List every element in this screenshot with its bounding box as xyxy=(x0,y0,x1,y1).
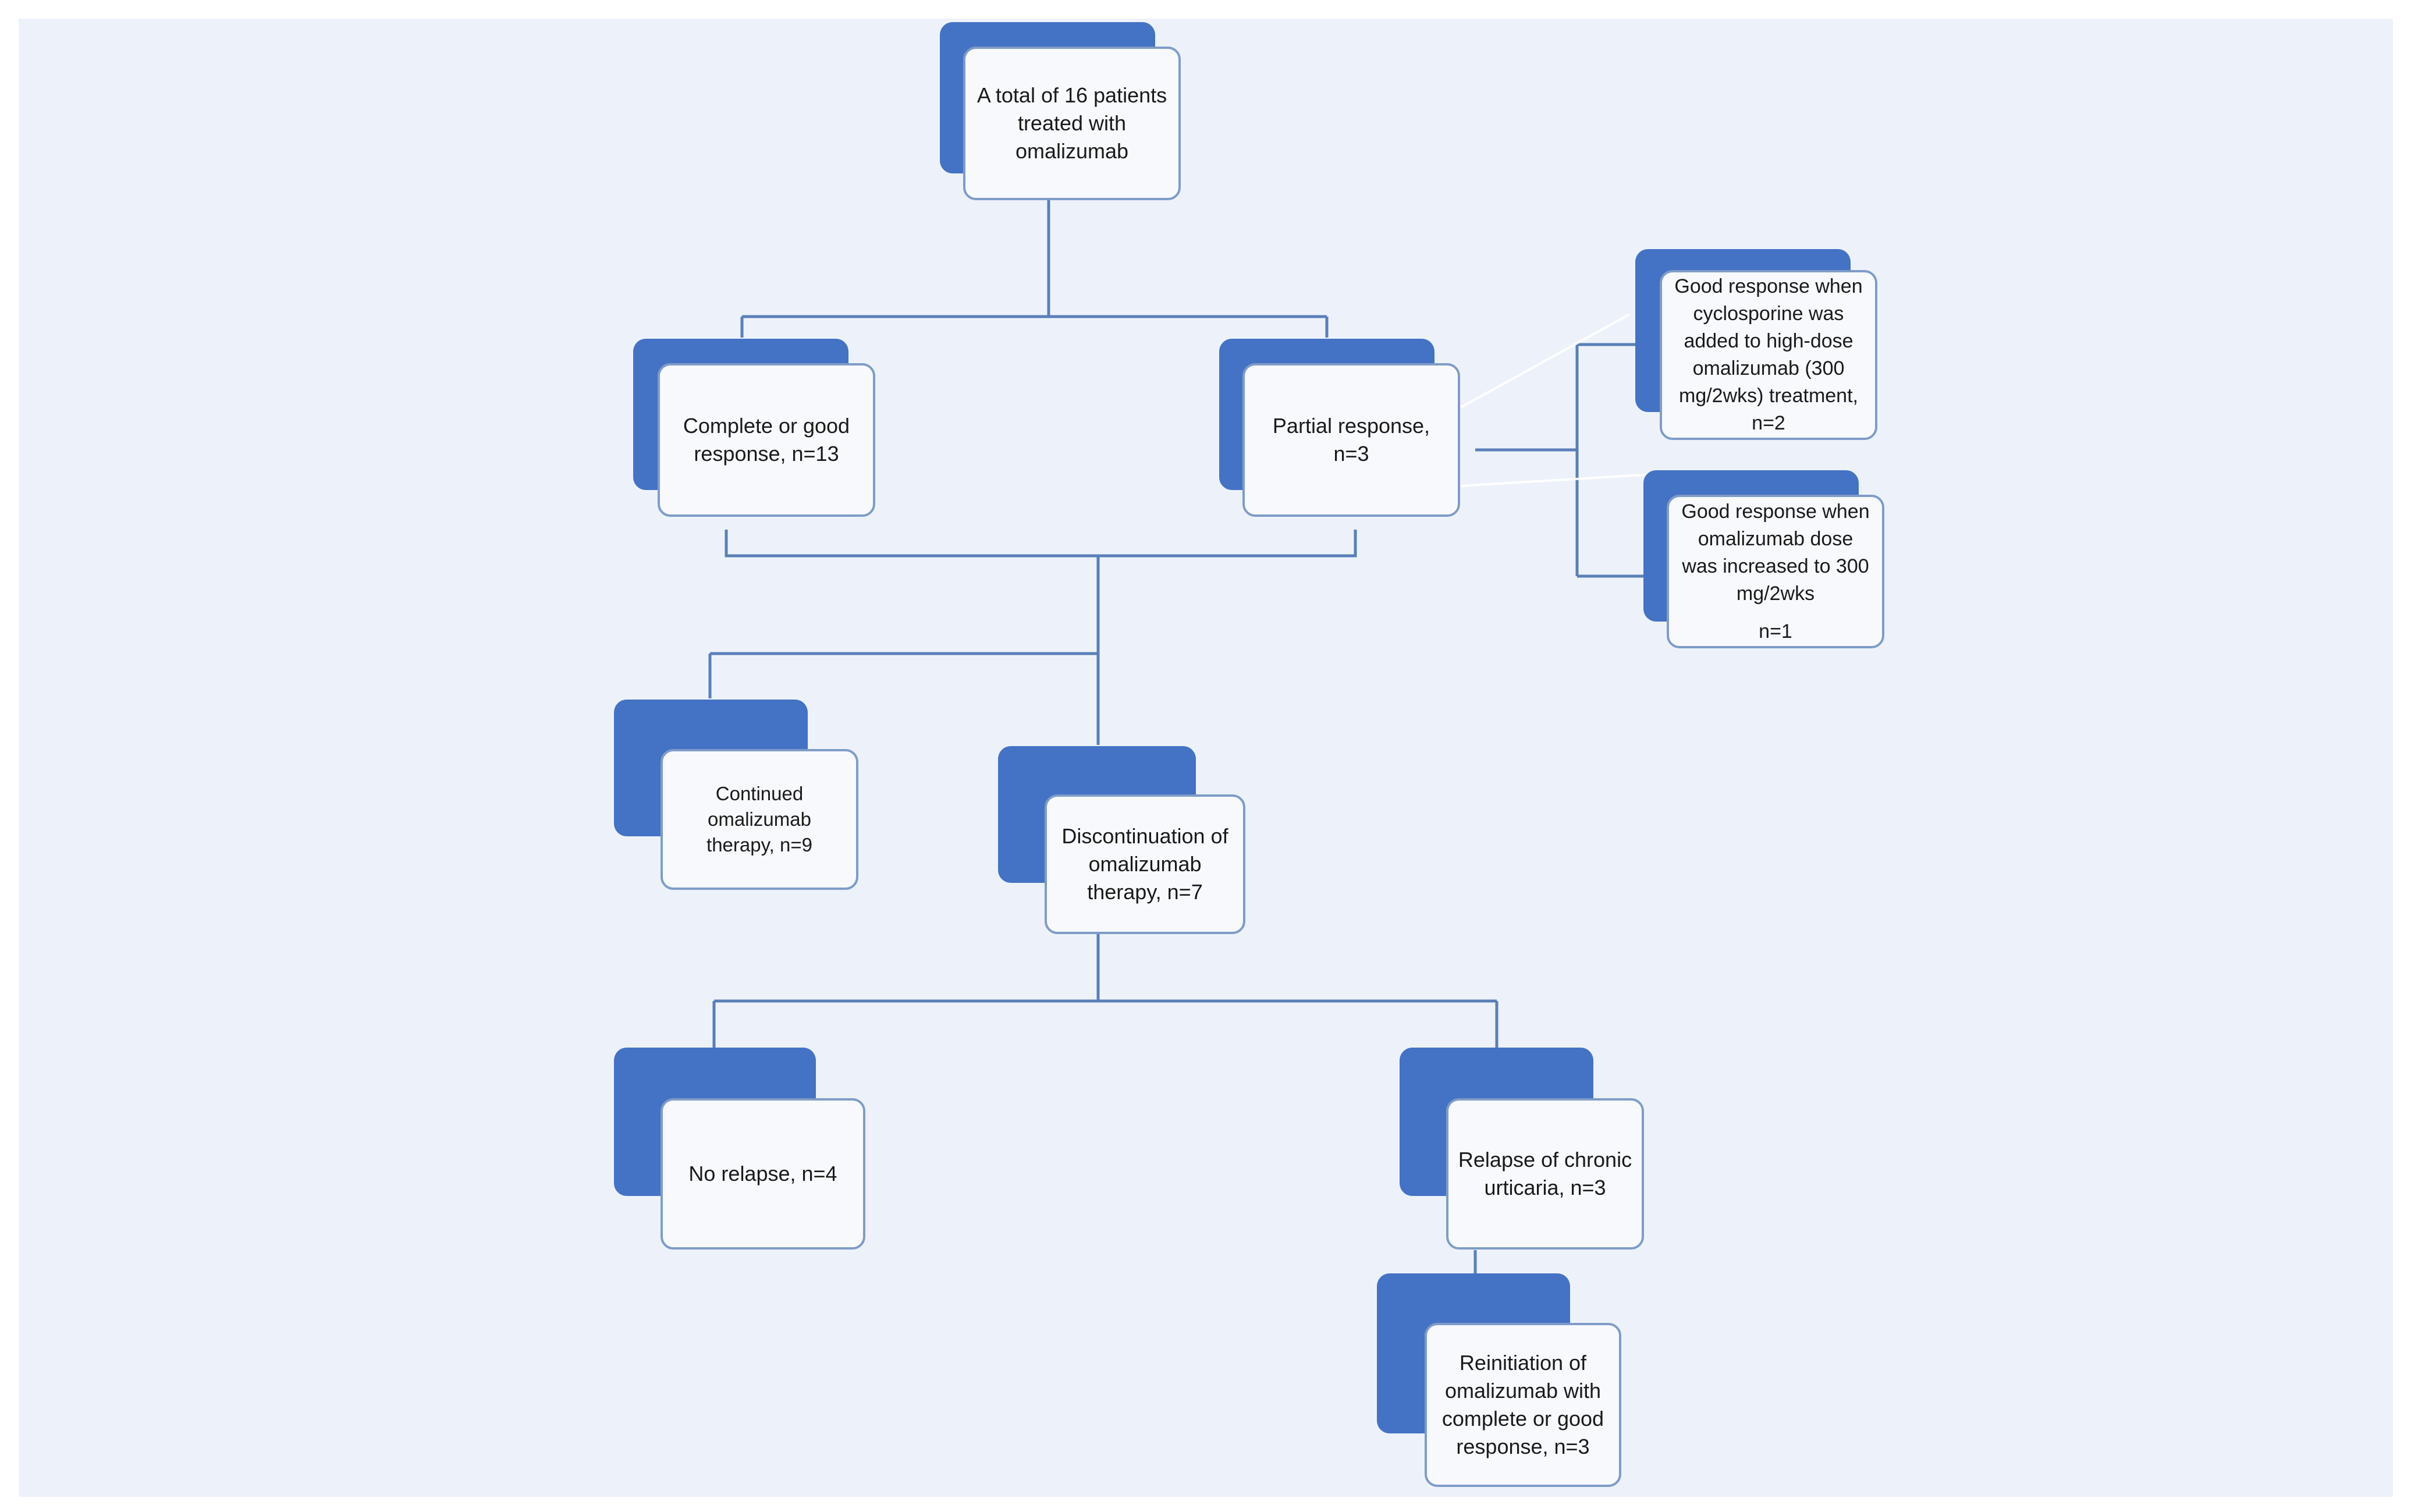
node-relapse-box: Relapse of chronic urticaria, n=3 xyxy=(1446,1098,1644,1250)
node-reinitiation-box: Reinitiation of omalizumab with complete… xyxy=(1425,1323,1621,1487)
node-reinitiation-label: Reinitiation of omalizumab with complete… xyxy=(1441,1351,1604,1458)
node-discontinuation-box: Discontinuation of omalizumab therapy, n… xyxy=(1045,794,1245,934)
connector-partial-branch xyxy=(1475,343,1645,578)
node-no-relapse-box: No relapse, n=4 xyxy=(661,1098,865,1250)
node-relapse-label: Relapse of chronic urticaria, n=3 xyxy=(1458,1148,1632,1199)
connector-discontinuation-split xyxy=(712,934,1499,1048)
node-dose-increased-box: Good response when omalizumab dose was i… xyxy=(1667,495,1884,648)
node-root-label: A total of 16 patients treated with omal… xyxy=(977,83,1167,163)
node-partial-response-label: Partial response, n=3 xyxy=(1272,414,1430,466)
connector-responses-merge xyxy=(725,530,1357,745)
node-cyclosporine-added-box: Good response when cyclosporine was adde… xyxy=(1660,270,1877,440)
connector-group xyxy=(708,200,1645,1275)
node-dose-increased-count: n=1 xyxy=(1759,620,1792,643)
node-dose-increased-label: Good response when omalizumab dose was i… xyxy=(1681,500,1870,605)
node-continued-therapy-box: Continued omalizumab therapy, n=9 xyxy=(661,749,858,890)
node-complete-response-box: Complete or good response, n=13 xyxy=(658,363,875,517)
node-partial-response-box: Partial response, n=3 xyxy=(1242,363,1460,517)
connector-faint-lower xyxy=(1460,473,1653,487)
node-no-relapse-label: No relapse, n=4 xyxy=(688,1162,837,1186)
node-root-box: A total of 16 patients treated with omal… xyxy=(963,47,1181,200)
node-continued-therapy-label: Continued omalizumab therapy, n=9 xyxy=(706,783,812,856)
connector-faint-group xyxy=(1460,313,1653,487)
connector-faint-upper xyxy=(1460,313,1630,409)
node-complete-response-label: Complete or good response, n=13 xyxy=(683,414,850,466)
diagram-background xyxy=(19,19,2393,1497)
connector-root-to-responses xyxy=(740,200,1329,338)
connector-to-continued xyxy=(708,652,1098,698)
node-discontinuation-label: Discontinuation of omalizumab therapy, n… xyxy=(1061,824,1228,904)
node-cyclosporine-added-label: Good response when cyclosporine was adde… xyxy=(1674,275,1863,434)
